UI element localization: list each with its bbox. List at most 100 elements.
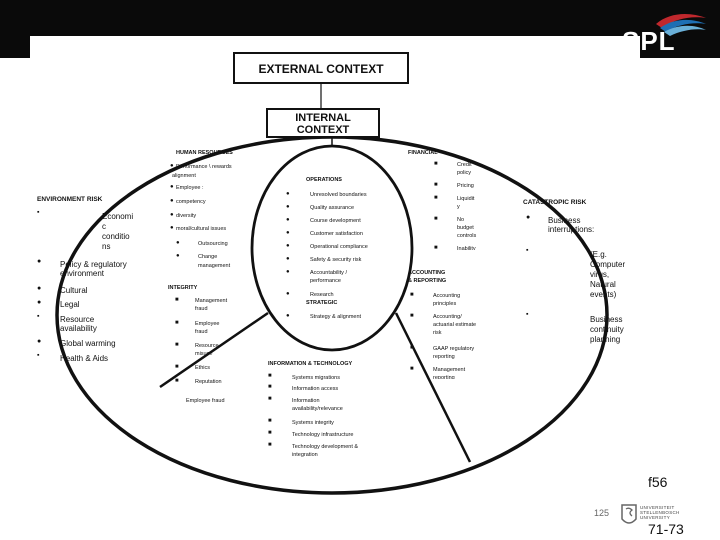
accounting-item: reporting (433, 375, 455, 379)
environment-item: c (102, 222, 106, 231)
bullet-icon: ■ (434, 195, 438, 201)
environment-item: conditio (102, 232, 130, 241)
divider-right (394, 312, 472, 463)
bullet-icon: ● (170, 184, 174, 190)
catastropic-item: Computer (590, 260, 626, 269)
integrity-title: INTEGRITY (168, 285, 198, 291)
bullet-icon: ● (176, 240, 180, 246)
hr-item: alignment (172, 173, 196, 179)
bullet-icon: ● (286, 204, 290, 210)
bullet-icon: ● (286, 217, 290, 223)
internal-label: INTERNAL (295, 112, 351, 124)
university-crest-icon (621, 504, 637, 524)
bullet-icon: ● (286, 313, 290, 319)
reference-label: f56 (648, 474, 668, 490)
bullet-icon: ● (170, 212, 174, 218)
bullet-icon: ● (286, 269, 290, 275)
catastropic-item: events) (590, 290, 617, 299)
bullet-icon: ■ (268, 442, 272, 448)
operations-item: Course development (310, 218, 361, 224)
financial-item: budget (457, 225, 474, 231)
operations-item: performance (310, 278, 341, 284)
financial-item: y (457, 204, 460, 210)
bullet-icon: ■ (175, 364, 179, 370)
spl-logo-icon (656, 14, 706, 36)
accounting-item: Management (433, 367, 466, 373)
environment-item: Health & Aids (60, 354, 109, 363)
catastropic-item: Business (590, 315, 623, 324)
it-item: Systems integrity (292, 420, 334, 426)
bullet-icon: ■ (434, 245, 438, 251)
divider-left (159, 311, 269, 389)
hr-sub-item: Outsourcing (198, 241, 228, 247)
bullet-icon: ● (286, 291, 290, 297)
bullet-icon: ● (286, 243, 290, 249)
it-item: Systems migrations (292, 375, 340, 381)
operations-item: Research (310, 292, 334, 298)
accounting-item: Accounting/ (433, 314, 462, 320)
accounting-item: risk (433, 330, 442, 336)
bullet-icon: ● (176, 253, 180, 259)
hr-sub-item: management (198, 263, 231, 269)
financial-item: No (457, 217, 465, 223)
it-item: Information access (292, 386, 339, 392)
accounting-title: ACCOUNTING (408, 270, 446, 276)
integrity-item: Reputation (195, 379, 222, 385)
bullet-icon: ■ (410, 345, 414, 351)
operations-item: Customer satisfaction (310, 231, 363, 237)
catastropic-item: interruptions: (548, 225, 595, 234)
context-label: CONTEXT (296, 124, 350, 136)
integrity-item: fraud (195, 306, 208, 312)
environment-item: Policy & regulatory (60, 260, 127, 269)
bullet-icon: ● (526, 214, 531, 221)
accounting-item: Accounting (433, 293, 461, 299)
bullet-icon: ■ (268, 396, 272, 402)
accounting-item: GAAP regulatory (433, 346, 475, 352)
bullet-icon: ■ (175, 342, 179, 348)
operations-item: Unresolved boundaries (310, 192, 367, 198)
human-resources-title: HUMAN RESOURCES (176, 150, 233, 156)
operations-item: Safety & security risk (310, 257, 362, 263)
bullet-icon: ■ (410, 313, 414, 319)
catastropic-item: (E.g. (590, 250, 607, 259)
catastropic-item: Business (548, 216, 581, 225)
accounting-item: reporting (433, 354, 455, 360)
internal-context-box: INTERNAL CONTEXT (266, 108, 380, 138)
bullet-icon: ● (170, 198, 174, 204)
environment-item: Resource (60, 315, 95, 324)
financial-title: FINANCIAL (408, 150, 438, 156)
bullet-icon: ▪ (526, 247, 529, 254)
catastropic-item: virus, (590, 270, 610, 279)
bullet-icon: ● (37, 285, 42, 292)
financial-item: Inability (457, 246, 476, 250)
operations-item: Accountability / (310, 270, 347, 276)
it-item: Information (292, 398, 320, 404)
bullet-icon: ● (170, 163, 174, 169)
financial-item: policy (457, 170, 472, 176)
university-line-2: STELLENBOSCH (640, 510, 680, 515)
bullet-icon: ▪ (37, 209, 40, 216)
bullet-icon: ● (286, 191, 290, 197)
it-item: availability/relevance (292, 406, 343, 412)
strategic-subtitle: STRATEGIC (306, 300, 338, 306)
operations-item: Operational compliance (310, 244, 368, 250)
environment-item: Economi (102, 212, 134, 221)
bullet-icon: ■ (268, 430, 272, 436)
accounting-item: principles (433, 301, 457, 307)
environment-item: Legal (60, 300, 80, 309)
environment-item: Global warming (60, 339, 116, 348)
integrity-item: Employee fraud (186, 398, 225, 404)
environment-item: availability (60, 324, 97, 333)
bullet-icon: ▪ (526, 311, 529, 318)
hr-item: Performance \ rewards (176, 164, 232, 170)
catastropic-item: planning (590, 335, 621, 344)
accounting-title-2: & REPORTING (408, 278, 447, 284)
accounting-item: actuarial estimate (433, 322, 477, 328)
integrity-item: Resource (195, 343, 219, 349)
integrity-item: Employee (195, 321, 220, 327)
bullet-icon: ▪ (37, 352, 40, 359)
bullet-icon: ■ (175, 297, 179, 303)
environment-item: Cultural (60, 286, 88, 295)
university-name: UNIVERSITEIT STELLENBOSCH UNIVERSITY (640, 505, 680, 520)
integrity-item: misuse (195, 351, 213, 357)
